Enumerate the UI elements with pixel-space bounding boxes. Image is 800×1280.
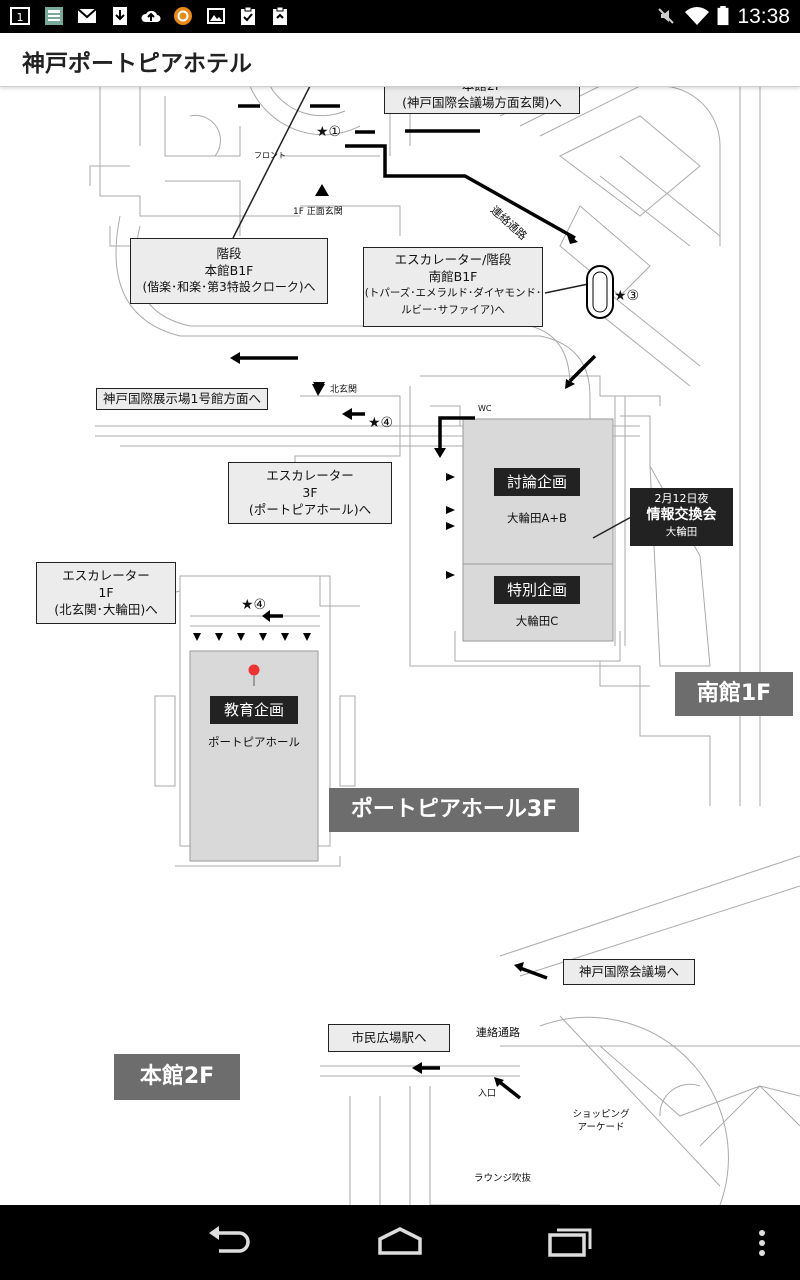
- star-marker-4b: ★④: [241, 597, 267, 613]
- floor-label-south-1f: 南館1F: [675, 672, 793, 716]
- corridor2-label: 連絡通路: [476, 1026, 520, 1039]
- mute-icon: [658, 8, 674, 24]
- hall-portpier: ポートピアホール: [208, 735, 300, 749]
- clipboard-icon: [241, 6, 255, 25]
- escalator-3f-line1: エスカレーター: [266, 468, 354, 483]
- app-1-icon: 1: [10, 7, 30, 25]
- exchange-date: 2月12日夜: [654, 492, 709, 505]
- recents-icon[interactable]: [546, 1223, 596, 1259]
- clipboard-2-icon: [273, 6, 287, 25]
- station-box: 市民広場駅へ: [328, 1024, 450, 1052]
- entrance-label: 1F 正面玄関: [293, 207, 343, 217]
- escalator-3f-line3: (ポートピアホール)へ: [248, 502, 372, 517]
- shopping-line2: アーケード: [577, 1122, 625, 1133]
- escalator-3f-box: エスカレーター 3F (ポートピアホール)へ: [228, 462, 392, 524]
- star-marker-1: ★①: [316, 124, 342, 140]
- escalator-south-box: エスカレーター/階段 南館B1F (トパーズ･エメラルド･ダイヤモンド･ ルビー…: [363, 247, 543, 327]
- notice-box-kaigijo-entrance: 本館2F (神戸国際会議場方面玄関)へ: [384, 86, 580, 114]
- gmail-icon: [77, 8, 97, 23]
- hall-owada-ab: 大輪田A+B: [507, 511, 567, 525]
- shopping-arcade-label: ショッピング アーケード: [565, 1108, 637, 1134]
- star-marker-3: ★③: [614, 288, 640, 304]
- floor-label-hall-3f: ポートピアホール3F: [329, 788, 579, 832]
- overflow-menu-icon[interactable]: [756, 1229, 768, 1259]
- escalator-1f-box: エスカレーター 1F (北玄関･大輪田)へ: [36, 562, 176, 624]
- status-bar: 1 13:38: [0, 0, 800, 33]
- escalator-1f-line1: エスカレーター: [62, 568, 150, 583]
- entrance2-label: 入口: [478, 1089, 497, 1099]
- svg-text:1: 1: [17, 11, 24, 24]
- shopping-line1: ショッピング: [572, 1109, 630, 1120]
- escalator-1f-line2: 1F: [98, 585, 114, 600]
- battery-icon: [717, 6, 729, 26]
- navigation-bar: [0, 1205, 800, 1280]
- kokusai-kaigijo-box: 神戸国際会議場へ: [563, 959, 695, 985]
- event-discussion-label: 討論企画: [494, 468, 580, 496]
- wc-label: WC: [478, 404, 492, 413]
- orange-app-icon: [174, 7, 192, 25]
- cloud-upload-icon: [141, 10, 161, 22]
- image-icon: [207, 8, 225, 24]
- escalator-south-line1: エスカレーター/階段: [394, 252, 512, 267]
- escalator-1f-line3: (北玄関･大輪田)へ: [54, 602, 158, 617]
- escalator-south-line2: 南館B1F: [428, 269, 478, 284]
- stairs-box-line2: 本館B1F: [204, 263, 254, 278]
- newspaper-icon: [45, 7, 63, 25]
- home-icon[interactable]: [375, 1223, 425, 1259]
- exchange-title: 情報交換会: [646, 507, 717, 523]
- app-bar: 神戸ポートピアホテル: [0, 33, 800, 87]
- north-entrance-marker: [313, 382, 325, 392]
- north-entrance-label: 北玄関: [330, 385, 358, 395]
- back-icon[interactable]: [205, 1223, 255, 1259]
- stairs-box-line1: 階段: [216, 246, 242, 261]
- wifi-icon: [685, 7, 709, 25]
- hall-owada-c: 大輪田C: [515, 614, 559, 628]
- page-title: 神戸ポートピアホテル: [22, 51, 252, 77]
- clock: 13:38: [737, 5, 790, 28]
- lounge-label: ラウンジ吹抜: [474, 1173, 532, 1184]
- escalator-south-line3: (トパーズ･エメラルド･ダイヤモンド･: [364, 287, 542, 299]
- notice-box-cut-line: 本館2F: [385, 86, 579, 94]
- event-special-label: 特別企画: [494, 576, 580, 604]
- expo-box: 神戸国際展示場1号館方面へ: [96, 388, 268, 410]
- download-icon: [113, 7, 127, 25]
- floor-label-main-2f: 本館2F: [114, 1054, 240, 1100]
- exchange-hall: 大輪田: [665, 526, 698, 538]
- notice-box-line: (神戸国際会議場方面玄関)へ: [402, 95, 562, 110]
- stairs-box-line3: (偕楽･和楽･第3特設クローク)へ: [142, 280, 316, 294]
- stairs-box: 階段 本館B1F (偕楽･和楽･第3特設クローク)へ: [130, 238, 328, 304]
- star-marker-4a: ★④: [368, 415, 394, 431]
- event-education-label: 教育企画: [210, 696, 298, 724]
- front-label: フロント: [254, 151, 286, 160]
- escalator-3f-line2: 3F: [302, 485, 318, 500]
- exchange-box: 2月12日夜 情報交換会 大輪田: [630, 488, 733, 546]
- escalator-south-line4: ルビー･サファイア)へ: [401, 304, 505, 316]
- floor-map[interactable]: 本館2F (神戸国際会議場方面玄関)へ ★① フロント 1F 正面玄関 連絡通路…: [0, 86, 800, 1205]
